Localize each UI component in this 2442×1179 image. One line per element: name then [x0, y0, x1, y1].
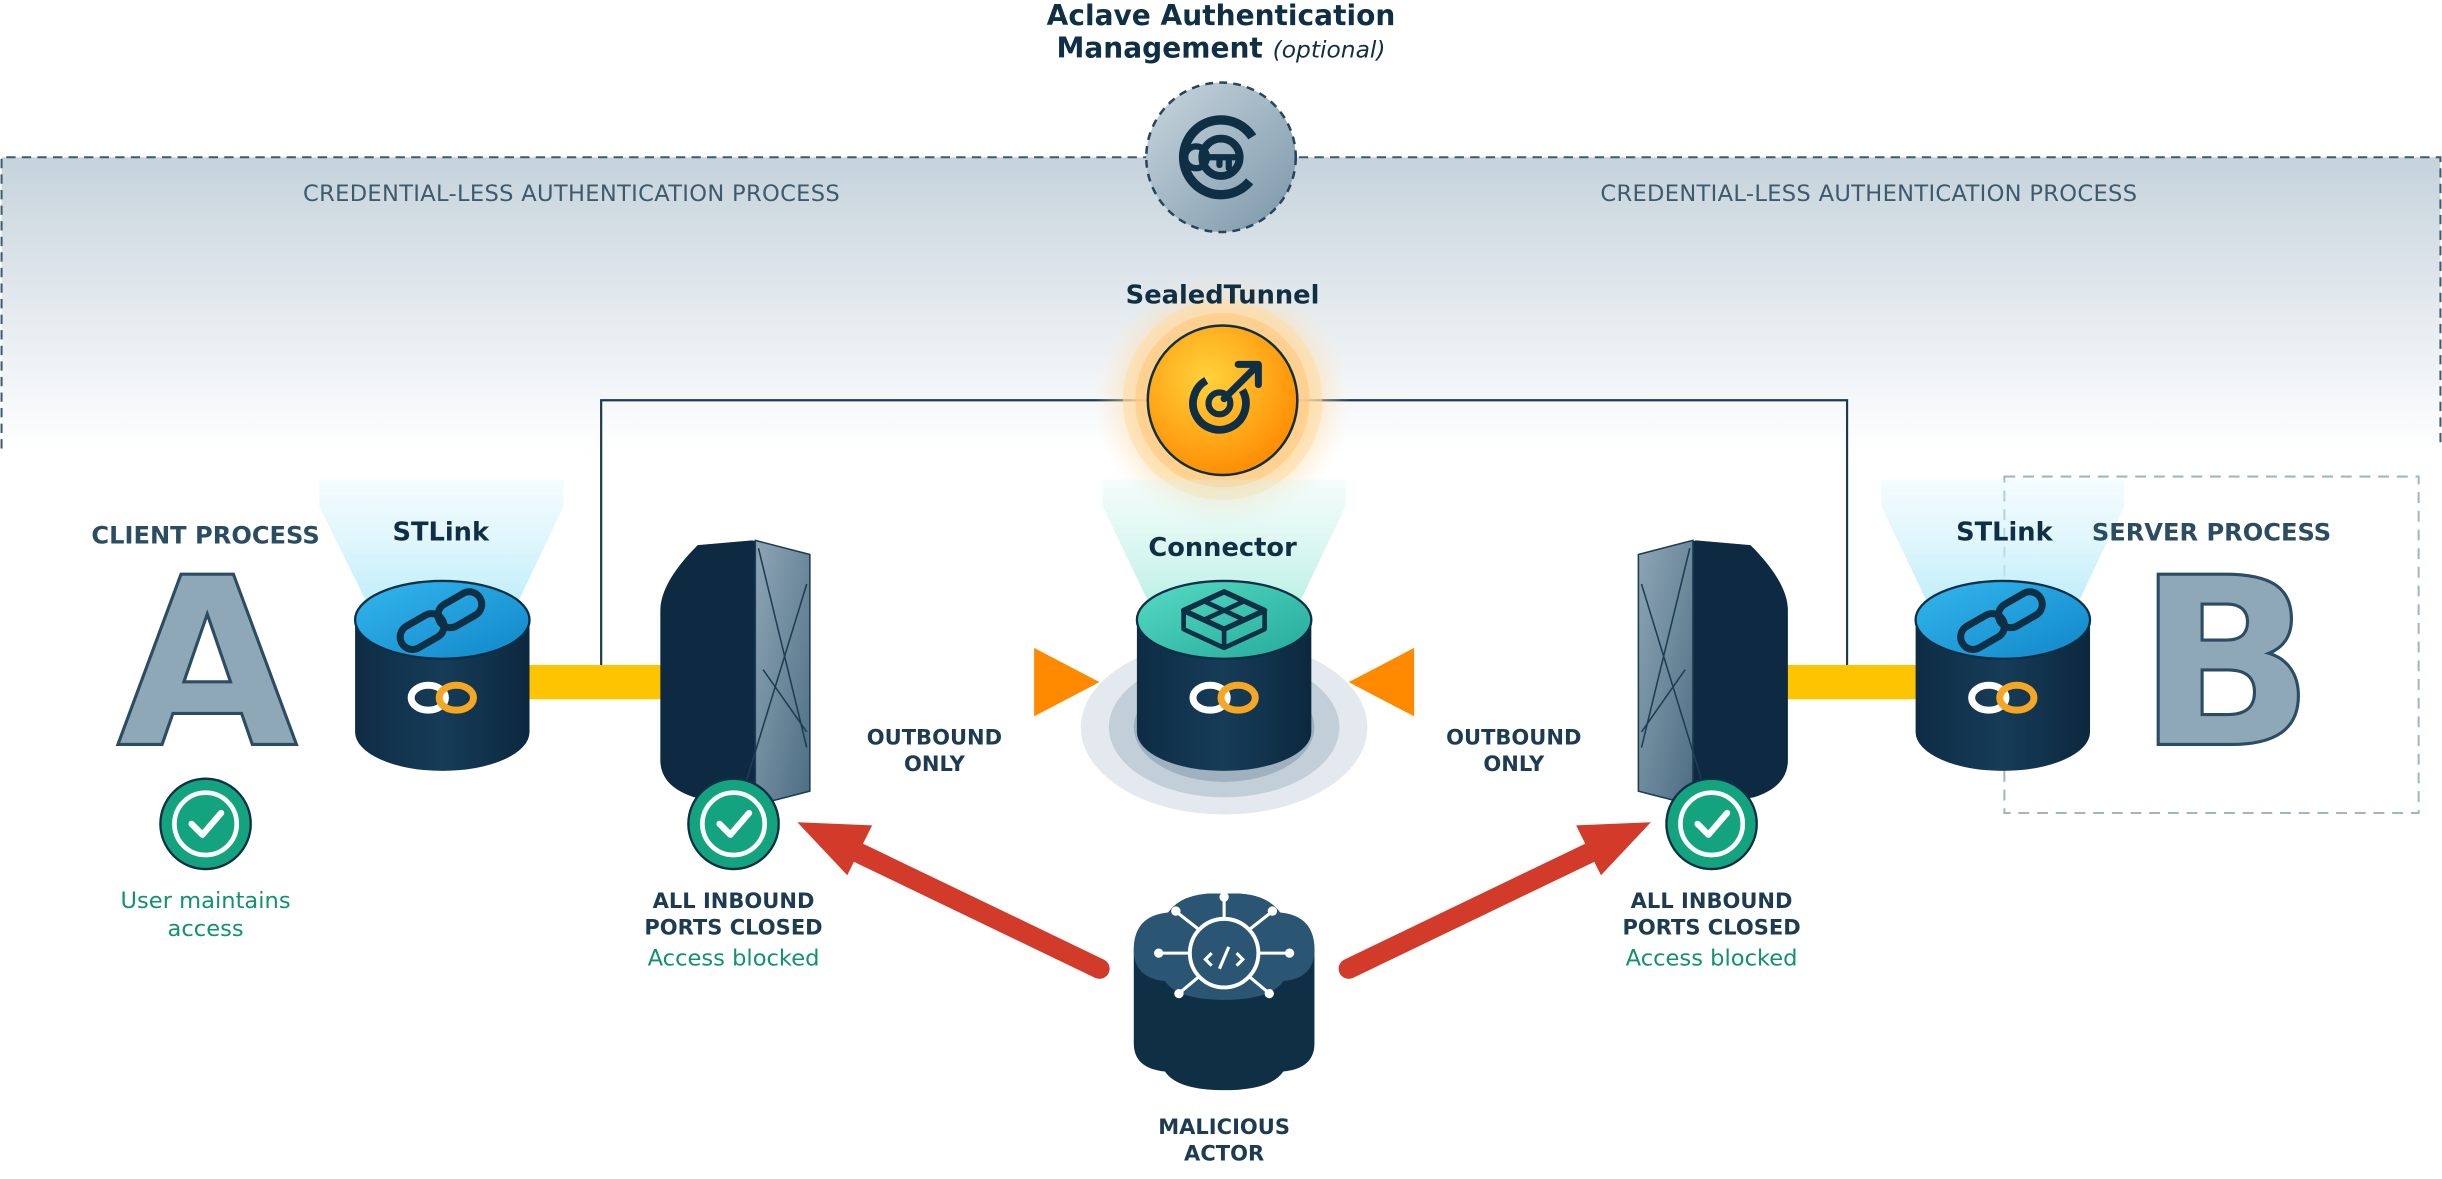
user-access-label: User maintains access	[81, 888, 330, 944]
user-access-line2: access	[167, 917, 244, 943]
aclave-title-line1: Aclave Authentication	[1046, 0, 1396, 33]
tunnel-line-right	[1292, 399, 1849, 686]
server-letter: B	[2135, 529, 2316, 801]
outbound-label-right: OUTBOUND ONLY	[1420, 726, 1607, 779]
outbound-right-line2: ONLY	[1483, 752, 1545, 778]
link-logo-icon	[1968, 681, 2038, 714]
client-letter: A	[115, 529, 299, 801]
inbound-right-line2: PORTS CLOSED	[1622, 915, 1801, 941]
check-icon-right-firewall	[1665, 777, 1758, 871]
outbound-label-left: OUTBOUND ONLY	[841, 726, 1028, 779]
attack-arrow-left	[797, 822, 1110, 979]
link-logo-icon	[1189, 681, 1259, 714]
chain-link-icon	[1957, 588, 2046, 653]
outbound-right-line1: OUTBOUND	[1446, 725, 1582, 751]
connector-label: Connector	[1148, 532, 1297, 563]
outbound-left-line2: ONLY	[904, 752, 965, 778]
aclave-title: Aclave Authentication Management (option…	[910, 0, 1533, 67]
connector-cylinder	[1135, 579, 1313, 771]
aclave-optional: (optional)	[1272, 35, 1386, 64]
sealed-tunnel-label: SealedTunnel	[1125, 280, 1320, 310]
malicious-line2: ACTOR	[1184, 1141, 1265, 1167]
malicious-line1: MALICIOUS	[1158, 1115, 1290, 1141]
stlink-left-beam	[319, 479, 564, 611]
server-process-label: SERVER PROCESS	[2091, 518, 2332, 547]
connector-beam	[1102, 479, 1346, 611]
aclave-title-line2-wrap: Management (optional)	[910, 33, 1533, 67]
key-icon	[1145, 81, 1298, 234]
stlink-right-cylinder	[1914, 579, 2092, 771]
link-logo-icon	[407, 681, 477, 714]
inbound-status-right: ALL INBOUND PORTS CLOSED Access blocked	[1571, 889, 1851, 973]
inbound-status-left: ALL INBOUND PORTS CLOSED Access blocked	[593, 889, 873, 973]
check-icon-user	[159, 777, 252, 871]
sealed-tunnel-icon	[1094, 272, 1351, 528]
stlink-right-beam	[1881, 479, 2125, 611]
inbound-left-line2: PORTS CLOSED	[644, 915, 823, 941]
aclave-title-line2: Management	[1056, 32, 1263, 66]
check-icon-left-firewall	[687, 777, 780, 871]
band-label-left: CREDENTIAL-LESS AUTHENTICATION PROCESS	[303, 182, 841, 208]
network-cube-icon	[1180, 589, 1268, 651]
client-process-label: CLIENT PROCESS	[91, 521, 320, 550]
access-blocked-left: Access blocked	[647, 946, 820, 972]
stlink-right-label: STLink	[1956, 517, 2053, 547]
attack-arrow-right	[1338, 822, 1651, 979]
access-blocked-right: Access blocked	[1625, 946, 1798, 972]
tunnel-line-left	[600, 399, 1153, 686]
malicious-actor-icon	[1133, 892, 1315, 1091]
malicious-actor-label: MALICIOUS ACTOR	[1100, 1115, 1349, 1168]
outbound-arrow-left	[770, 647, 1100, 717]
stlink-left-cylinder	[353, 579, 531, 771]
chain-link-icon	[396, 588, 486, 653]
inbound-right-line1: ALL INBOUND	[1630, 889, 1793, 915]
user-access-line1: User maintains	[120, 889, 291, 915]
inbound-left-line1: ALL INBOUND	[652, 889, 815, 915]
outbound-arrow-right	[1348, 647, 1678, 717]
band-label-right: CREDENTIAL-LESS AUTHENTICATION PROCESS	[1600, 182, 2138, 208]
outbound-left-line1: OUTBOUND	[866, 725, 1003, 751]
stlink-left-label: STLink	[392, 517, 490, 547]
